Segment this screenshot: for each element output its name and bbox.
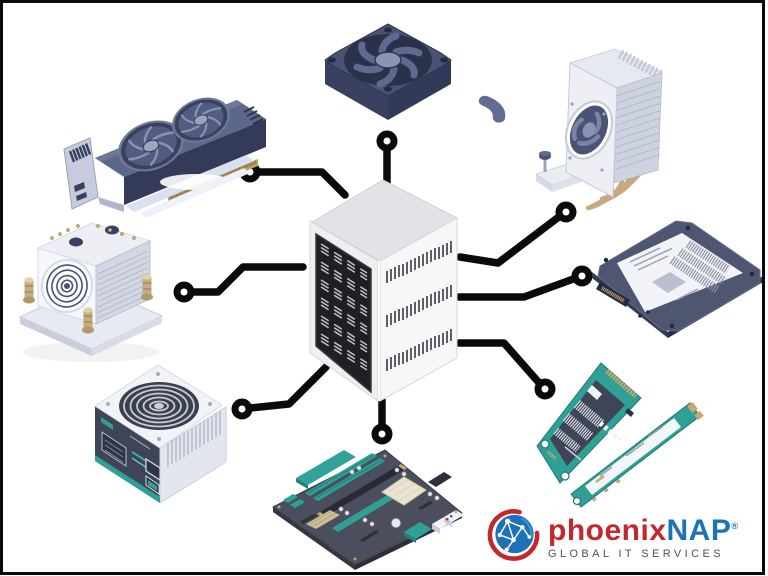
- power-supply-illustration: [94, 364, 227, 504]
- logo-text: phoenixNAP® GLOBAL IT SERVICES: [548, 510, 739, 561]
- logo-tagline: GLOBAL IT SERVICES: [548, 548, 724, 560]
- msata-card: [536, 362, 642, 484]
- brand-nap: NAP: [666, 514, 732, 547]
- registered-mark: ®: [731, 521, 739, 531]
- trace-ssd: [455, 265, 593, 301]
- trace-psu: [231, 363, 330, 420]
- trace-case-fan: [376, 130, 398, 190]
- brand-phoenix: phoenix: [548, 514, 667, 547]
- brand-name: phoenixNAP®: [548, 510, 739, 547]
- ssd-2-5-inch-illustration: [592, 220, 765, 338]
- trace-air-cooler: [456, 201, 577, 267]
- trace-motherboard: [371, 396, 393, 445]
- graphics-card-illustration: [63, 88, 266, 218]
- phoenixnap-logo: phoenixNAP® GLOBAL IT SERVICES: [486, 506, 739, 564]
- m2-stick: [570, 401, 704, 508]
- trace-graphics-card: [239, 161, 349, 199]
- motherboard-illustration: [272, 449, 464, 570]
- m2-ssd-cards-illustration: [536, 362, 704, 508]
- circuit-traces: [173, 130, 593, 445]
- trace-boxed-cooler: [173, 263, 307, 303]
- server-tower-illustration: [309, 179, 459, 402]
- case-fan-illustration: [324, 23, 506, 123]
- brass-standoffs: [23, 274, 153, 334]
- cpu-air-cooler-illustration: [535, 48, 664, 211]
- trace-m2-cards: [455, 339, 556, 400]
- boxed-cpu-cooler-illustration: [18, 222, 164, 362]
- phoenixnap-globe-icon: [487, 509, 540, 561]
